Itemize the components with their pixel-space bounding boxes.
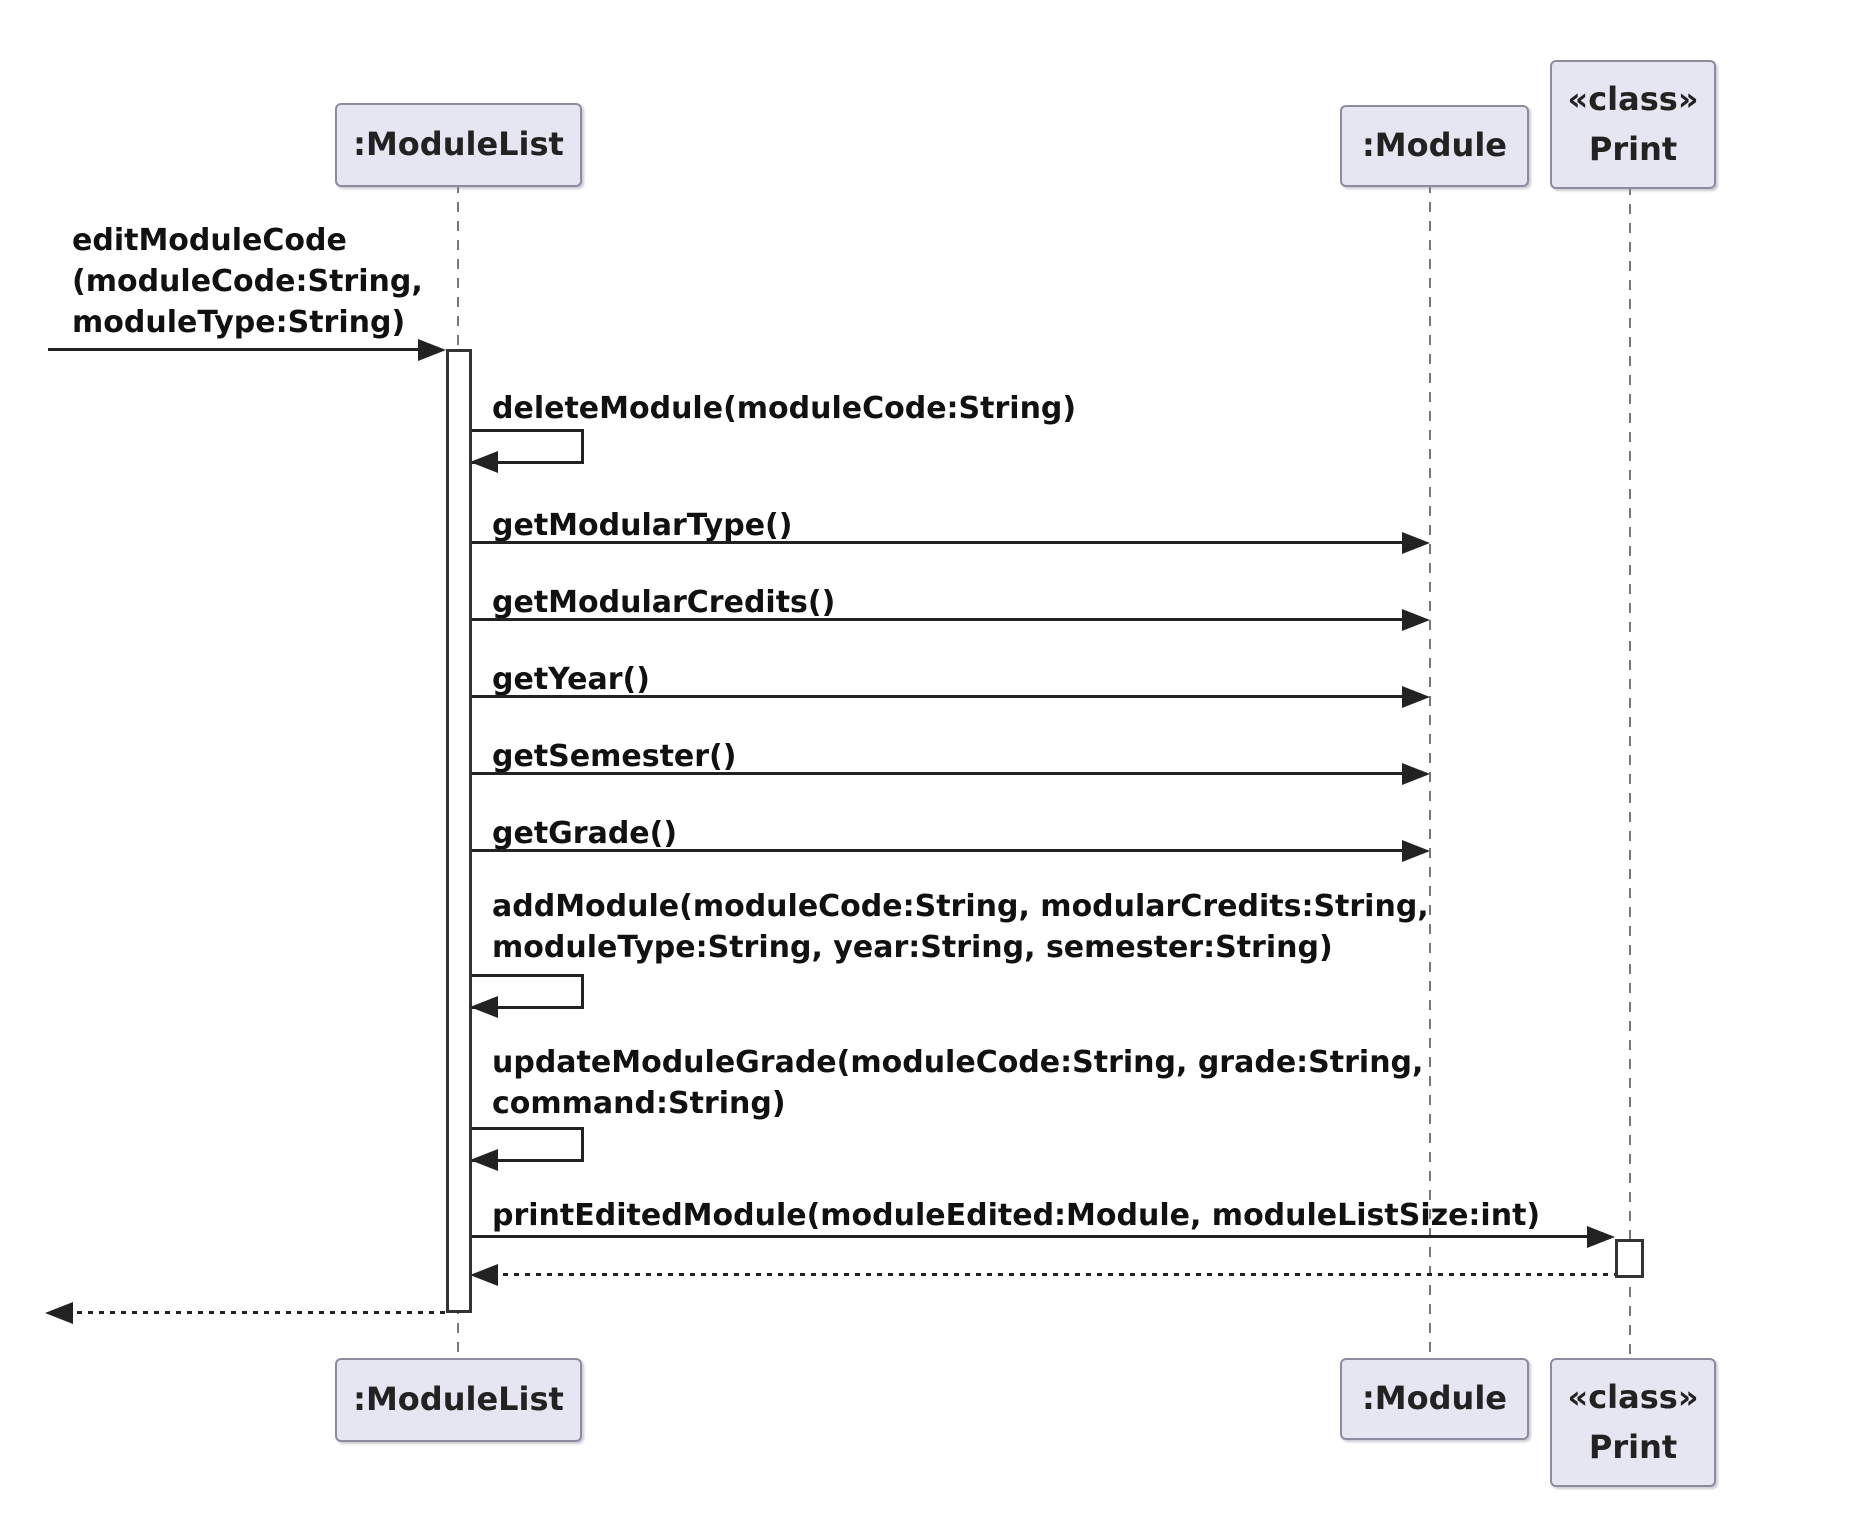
message-label-getgrade: getGrade() <box>492 816 678 851</box>
participant-modulelist-bottom: :ModuleList <box>335 1358 582 1442</box>
participant-label: «class» Print <box>1567 1377 1699 1466</box>
return-line-from-print <box>492 1273 1615 1276</box>
participant-module-top: :Module <box>1340 105 1529 187</box>
arrowhead-right-icon <box>1402 609 1430 631</box>
participant-print-bottom: «class» Print <box>1550 1358 1716 1487</box>
participant-print-top: «class» Print <box>1550 60 1716 189</box>
arrowhead-right-icon <box>1402 686 1430 708</box>
message-label-deletemodule: deleteModule(moduleCode:String) <box>492 391 1077 426</box>
participant-module-bottom: :Module <box>1340 1358 1529 1440</box>
message-label-editmodulecode: editModuleCode (moduleCode:String, modul… <box>72 223 423 340</box>
message-line-getmodulartype <box>469 541 1409 544</box>
message-label-getmodularcredits: getModularCredits() <box>492 585 836 620</box>
arrowhead-left-icon <box>470 1149 498 1171</box>
message-label-printeditedmodule: printEditedModule(moduleEdited:Module, m… <box>492 1198 1541 1233</box>
self-call-loop-addmodule <box>469 974 584 1009</box>
lifeline-module <box>1429 183 1431 1358</box>
message-label-getyear: getYear() <box>492 662 650 697</box>
arrowhead-left-icon <box>45 1302 73 1324</box>
return-line-to-caller <box>66 1311 446 1314</box>
message-line-getyear <box>469 695 1409 698</box>
arrowhead-right-icon <box>1402 840 1430 862</box>
arrowhead-right-icon <box>418 339 446 361</box>
participant-label: :ModuleList <box>353 125 564 164</box>
arrowhead-left-icon <box>470 451 498 473</box>
message-line-getgrade <box>469 849 1409 852</box>
participant-modulelist-top: :ModuleList <box>335 103 582 187</box>
participant-label: :ModuleList <box>353 1380 564 1419</box>
message-line-printeditedmodule <box>469 1235 1594 1238</box>
participant-label: :Module <box>1362 126 1507 165</box>
message-line-getmodularcredits <box>469 618 1409 621</box>
self-call-loop-deletemodule <box>469 429 584 464</box>
participant-label: :Module <box>1362 1379 1507 1418</box>
participant-label: «class» Print <box>1567 79 1699 168</box>
activation-bar-print <box>1615 1239 1644 1278</box>
message-label-getmodulartype: getModularType() <box>492 508 793 543</box>
arrowhead-left-icon <box>470 996 498 1018</box>
message-line-getsemester <box>469 772 1409 775</box>
arrowhead-left-icon <box>470 1264 498 1286</box>
arrowhead-right-icon <box>1402 763 1430 785</box>
self-call-loop-updatemodulegrade <box>469 1127 584 1162</box>
message-label-updatemodulegrade: updateModuleGrade(moduleCode:String, gra… <box>492 1045 1424 1121</box>
arrowhead-right-icon <box>1402 532 1430 554</box>
activation-bar-modulelist <box>446 349 472 1313</box>
message-line-editmodulecode <box>48 348 423 351</box>
message-label-addmodule: addModule(moduleCode:String, modularCred… <box>492 889 1429 965</box>
message-label-getsemester: getSemester() <box>492 739 737 774</box>
lifeline-print <box>1629 185 1631 1358</box>
arrowhead-right-icon <box>1587 1226 1615 1248</box>
